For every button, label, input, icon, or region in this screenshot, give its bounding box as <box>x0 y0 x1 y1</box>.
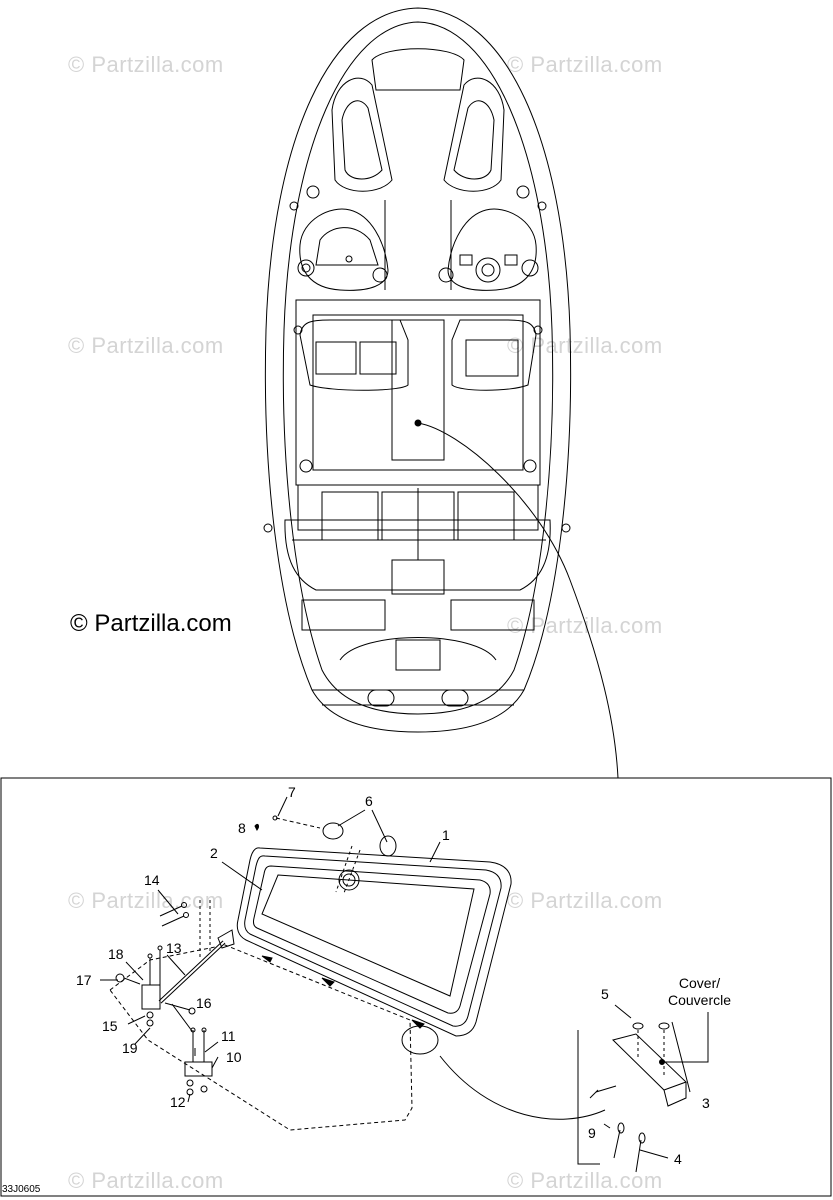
callout-6: 6 <box>365 793 373 809</box>
lower-bracket <box>184 1027 213 1096</box>
copyright-text: © Partzilla.com <box>70 610 232 637</box>
compartment-outline <box>109 944 413 1131</box>
callout-14: 14 <box>144 872 160 888</box>
callout-5: 5 <box>601 986 609 1002</box>
watermark: © Partzilla.com <box>68 888 224 913</box>
cover-label-text: Cover/ Couvercle <box>668 975 732 1008</box>
rivets-14 <box>159 902 189 927</box>
callout-1: 1 <box>442 827 450 843</box>
consoles <box>297 208 539 291</box>
diagram-code: 33J0605 <box>2 1184 41 1195</box>
callout-2: 2 <box>210 845 218 861</box>
detail-circle <box>401 1025 439 1055</box>
callout-4: 4 <box>674 1151 682 1167</box>
cover-label: Cover/ Couvercle <box>668 975 731 1009</box>
callout-16: 16 <box>196 995 212 1011</box>
callout-leaders <box>337 809 388 843</box>
leader-line <box>417 422 619 779</box>
left-bracket <box>115 945 196 1027</box>
callout-15: 15 <box>102 1018 118 1034</box>
callout-9: 9 <box>588 1125 596 1141</box>
callout-3: 3 <box>702 1095 710 1111</box>
callout-7: 7 <box>288 784 296 800</box>
callout-18: 18 <box>108 946 124 962</box>
watermark: © Partzilla.com <box>507 613 663 638</box>
watermark: © Partzilla.com <box>68 52 224 77</box>
watermark: © Partzilla.com <box>507 888 663 913</box>
callout-13: 13 <box>166 940 182 956</box>
watermark: © Partzilla.com <box>68 333 224 358</box>
cover-panel <box>236 847 512 1037</box>
plugs-6 <box>254 815 397 894</box>
hinge-detail <box>577 1012 709 1173</box>
watermark: © Partzilla.com <box>68 1168 224 1193</box>
gas-spring <box>158 929 235 1004</box>
callout-17: 17 <box>76 972 92 988</box>
cockpit <box>293 299 543 486</box>
callout-11: 11 <box>221 1028 236 1044</box>
watermark: © Partzilla.com <box>507 1168 663 1193</box>
rear-seating <box>263 484 571 707</box>
watermark: © Partzilla.com <box>507 52 663 77</box>
detail-frame <box>0 777 832 1197</box>
callout-8: 8 <box>238 820 246 836</box>
callout-19: 19 <box>122 1040 138 1056</box>
bow-area <box>289 48 547 290</box>
callout-10: 10 <box>226 1049 242 1065</box>
callout-12: 12 <box>170 1094 186 1110</box>
boat-hull <box>264 7 572 733</box>
